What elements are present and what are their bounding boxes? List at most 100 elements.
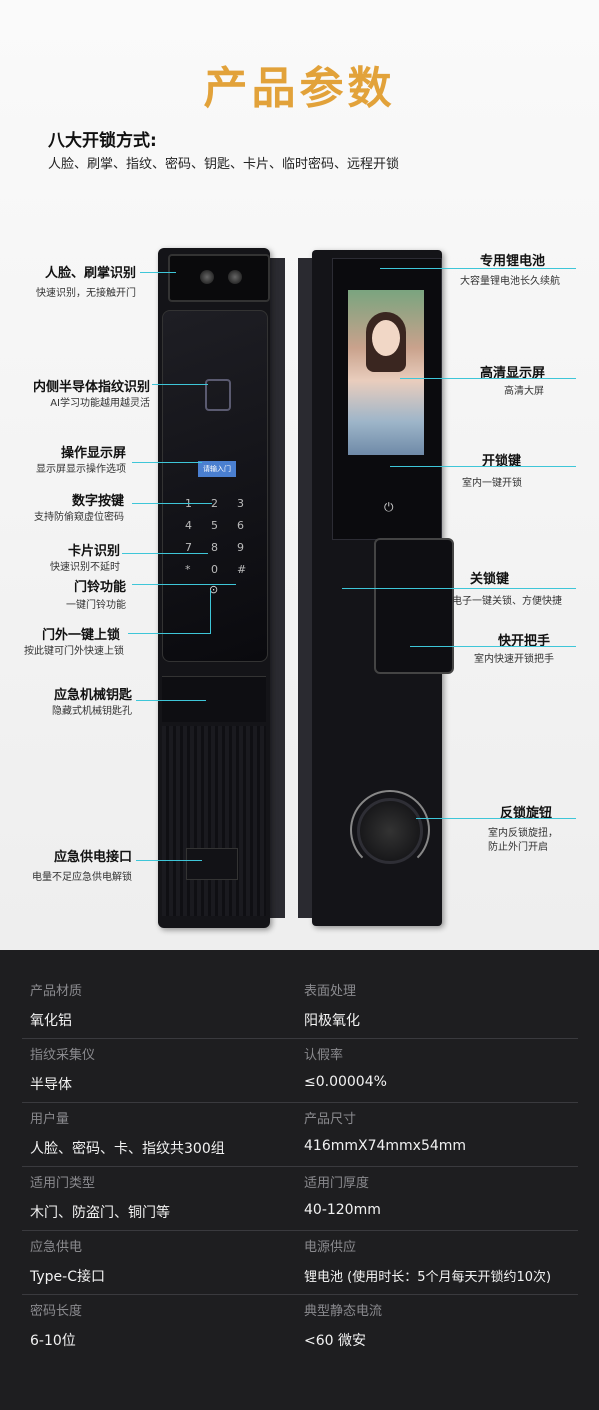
callout-emergency-power-desc: 电量不足应急供电解锁 [32, 872, 132, 883]
callout-keypad: 数字按键 [71, 494, 124, 509]
callout-card-desc: 快速识别不延时 [50, 562, 120, 573]
callout-line [140, 272, 176, 273]
callout-line [136, 700, 206, 701]
fingerprint-sensor-icon [205, 379, 231, 411]
operation-screen: 请输入门 [198, 461, 236, 477]
callout-line [342, 588, 576, 589]
callout-line [210, 590, 211, 634]
keypad-key: 8 [211, 541, 218, 554]
spec-label: 产品材质 [30, 984, 83, 999]
keypad-key: 3 [237, 497, 244, 510]
callout-keypad-desc: 支持防偷窥虚位密码 [34, 512, 124, 523]
callout-quick-handle-desc: 室内快速开锁把手 [474, 654, 554, 665]
spec-value: 锂电池 (使用时长：5个月每天开锁约10次) [304, 1270, 552, 1285]
lock-button-icon: ⊙ [209, 583, 219, 596]
front-lock-panel: 请输入门 1 2 3 4 5 6 7 8 9 * 0 # ⊙ [158, 248, 288, 928]
callout-line [400, 378, 576, 379]
callout-deadbolt-knob-desc2: 防止外门开启 [488, 842, 548, 853]
callout-battery-desc: 大容量锂电池长久续航 [460, 276, 560, 287]
power-icon: ⏻ [384, 500, 394, 514]
callout-lock-key: 关锁键 [470, 572, 510, 587]
emergency-power-port [186, 848, 238, 880]
callout-mech-key: 应急机械钥匙 [53, 688, 132, 703]
spec-label: 适用门类型 [30, 1176, 96, 1191]
callout-line [132, 584, 236, 585]
callout-line [416, 818, 576, 819]
spec-label: 电源供应 [304, 1240, 357, 1255]
keypad-key: 0 [211, 563, 218, 576]
spec-label: 典型静态电流 [304, 1304, 383, 1319]
spec-value: ≤0.00004% [304, 1074, 387, 1090]
callout-line [390, 466, 576, 467]
callout-deadbolt-knob-desc: 室内反锁旋扭， [488, 828, 558, 839]
callout-unlock-key-desc: 室内一键开锁 [462, 478, 522, 489]
keypad-key: 7 [185, 541, 192, 554]
callout-quick-handle: 快开把手 [498, 634, 551, 649]
spec-divider [22, 1294, 578, 1295]
keypad-key: 5 [211, 519, 218, 532]
callout-fingerprint: 内侧半导体指纹识别 [32, 380, 150, 395]
callout-fingerprint-desc: AI学习功能越用越灵活 [50, 398, 150, 409]
spec-value: 氧化铝 [30, 1013, 72, 1029]
callout-line [132, 503, 212, 504]
callout-battery: 专用锂电池 [480, 254, 546, 269]
spec-label: 产品尺寸 [304, 1112, 357, 1127]
callout-screen-desc: 显示屏显示操作选项 [36, 464, 126, 475]
callout-outside-lock-desc: 按此键可门外快速上锁 [24, 646, 124, 657]
spec-value: 416mmX74mmx54mm [304, 1138, 467, 1154]
spec-value: Type-C接口 [30, 1269, 105, 1285]
callout-face-palm: 人脸、刷掌识别 [44, 266, 136, 281]
rear-lock-edge [298, 258, 312, 918]
spec-value: 半导体 [30, 1077, 72, 1093]
callout-line [122, 553, 208, 554]
spec-value: 阳极氧化 [304, 1013, 360, 1029]
spec-value: <60 微安 [304, 1333, 366, 1349]
callout-line [410, 646, 576, 647]
keypad-key: 4 [185, 519, 192, 532]
spec-divider [22, 1230, 578, 1231]
spec-value: 人脸、密码、卡、指纹共300组 [30, 1141, 225, 1157]
unlock-methods-list: 人脸、刷掌、指纹、密码、钥匙、卡片、临时密码、远程开锁 [48, 157, 400, 172]
callout-emergency-power: 应急供电接口 [53, 850, 132, 865]
keypad-key: 9 [237, 541, 244, 554]
callout-line [132, 462, 202, 463]
face-camera [168, 254, 270, 302]
callout-lock-key-desc: 电子一键关锁、方便快捷 [452, 596, 562, 607]
callout-deadbolt-knob: 反锁旋钮 [500, 806, 553, 821]
unlock-methods-heading: 八大开锁方式: [48, 131, 157, 151]
callout-screen: 操作显示屏 [60, 446, 126, 461]
screen-portrait-face [372, 320, 400, 356]
spec-divider [22, 1102, 578, 1103]
spec-table: 产品材质 表面处理 氧化铝 阳极氧化 指纹采集仪 认假率 半导体 ≤0.0000… [0, 950, 599, 1410]
spec-label: 认假率 [304, 1048, 344, 1063]
callout-line [380, 268, 576, 269]
keypad-key: # [237, 563, 247, 576]
spec-value: 40-120mm [304, 1202, 381, 1218]
camera-lens-icon [228, 270, 242, 284]
spec-divider [22, 1038, 578, 1039]
callout-line [152, 384, 208, 385]
spec-value: 木门、防盗门、铜门等 [30, 1205, 170, 1221]
quick-open-handle [374, 538, 454, 674]
deadbolt-knob [357, 798, 423, 864]
keypad-key: * [185, 563, 191, 576]
front-glass-panel: 请输入门 1 2 3 4 5 6 7 8 9 * 0 # ⊙ [162, 310, 268, 662]
spec-divider [22, 1166, 578, 1167]
handle-grip [162, 726, 266, 916]
callout-hd-display-desc: 高清大屏 [504, 386, 544, 397]
spec-value: 6-10位 [30, 1333, 76, 1349]
knob-ring [350, 790, 430, 870]
callout-line [128, 633, 210, 634]
callout-doorbell-desc: 一键门铃功能 [66, 600, 126, 611]
spec-label: 适用门厚度 [304, 1176, 370, 1191]
callout-doorbell: 门铃功能 [73, 580, 126, 595]
keypad-key: 6 [237, 519, 244, 532]
callout-line [136, 860, 202, 861]
spec-label: 应急供电 [30, 1240, 83, 1255]
camera-lens-icon [200, 270, 214, 284]
callout-outside-lock: 门外一键上锁 [41, 628, 120, 643]
callout-hd-display: 高清显示屏 [480, 366, 546, 381]
spec-label: 密码长度 [30, 1304, 83, 1319]
hd-display-screen [348, 290, 424, 455]
